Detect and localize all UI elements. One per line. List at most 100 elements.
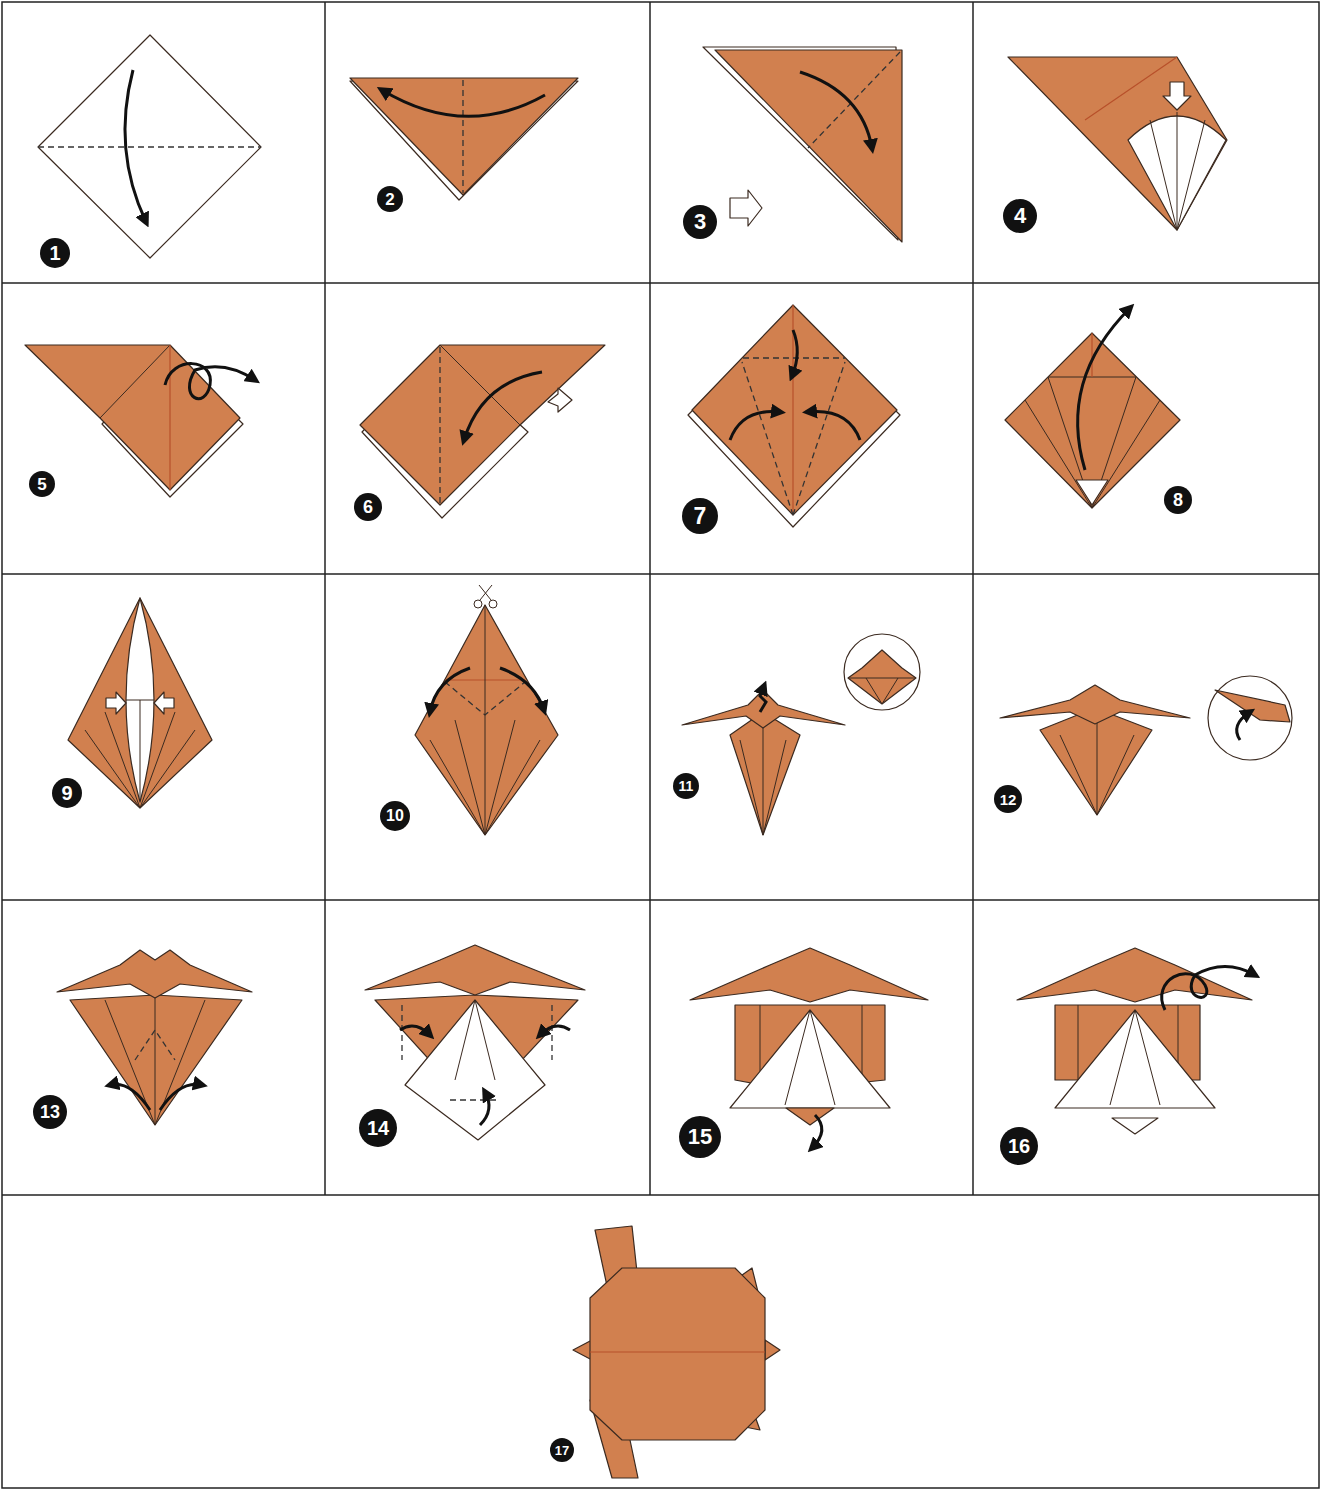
- fold-shape: [474, 600, 482, 608]
- step-15: [690, 948, 928, 1148]
- fold-shape: [548, 388, 572, 412]
- fold-shape: [808, 412, 860, 440]
- fold-shape: [590, 1351, 765, 1352]
- fold-shape: [440, 345, 520, 425]
- fold-shape: [844, 634, 920, 710]
- fold-shape: [1017, 948, 1252, 1002]
- fold-shape: [126, 598, 154, 802]
- fold-shape: [2, 282, 1319, 284]
- callout-number: 4: [1003, 199, 1037, 233]
- callout-number: 13: [33, 1095, 67, 1129]
- fold-shape: [793, 362, 845, 515]
- fold-shape: [763, 740, 786, 835]
- fold-shape: [1078, 308, 1130, 470]
- fold-shape: [140, 700, 141, 800]
- callout-number: 14: [359, 1109, 397, 1147]
- callout-number: 2: [377, 186, 403, 212]
- fold-shape: [57, 950, 252, 998]
- fold-shape: [1112, 1118, 1158, 1134]
- fold-shape: [464, 372, 542, 440]
- fold-shape: [1091, 333, 1092, 377]
- fold-shape: [786, 1108, 834, 1125]
- fold-shape: [38, 146, 261, 147]
- fold-shape: [862, 1005, 863, 1080]
- fold-shape: [972, 2, 974, 1195]
- fold-shape: [1078, 1005, 1079, 1080]
- fold-shape: [692, 305, 897, 515]
- fold-shape: [405, 1000, 545, 1140]
- callout-number: 15: [679, 1116, 721, 1158]
- fold-shape: [760, 1005, 761, 1080]
- fold-shape: [1110, 1010, 1135, 1105]
- fold-shape: [1163, 82, 1191, 110]
- step-10: [415, 585, 558, 835]
- fold-shape: [2, 899, 1319, 901]
- fold-shape: [126, 700, 154, 701]
- fold-shape: [551, 1005, 552, 1060]
- fold-shape: [160, 1084, 202, 1110]
- fold-shape: [740, 740, 763, 835]
- fold-shape: [485, 605, 486, 835]
- fold-shape: [430, 740, 485, 835]
- fold-shape: [169, 345, 170, 490]
- fold-shape: [812, 1115, 822, 1148]
- fold-shape: [455, 1000, 475, 1080]
- fold-shape: [154, 692, 174, 714]
- fold-shape: [105, 1000, 155, 1125]
- step-11: [682, 634, 920, 835]
- fold-shape: [730, 712, 800, 835]
- fold-shape: [1097, 735, 1134, 815]
- fold-shape: [125, 70, 146, 222]
- callout-number: 5: [29, 471, 55, 497]
- fold-shape: [350, 78, 578, 195]
- callout-number: 10: [380, 801, 410, 831]
- fold-shape: [135, 1030, 175, 1060]
- fold-shape: [848, 678, 916, 679]
- fold-shape: [730, 190, 762, 226]
- fold-shape: [489, 600, 497, 608]
- fold-shape: [68, 598, 212, 808]
- callout-number: 9: [52, 778, 82, 808]
- callout-number: 12: [994, 785, 1022, 813]
- fold-shape: [475, 1000, 495, 1080]
- fold-shape: [540, 1026, 570, 1035]
- fold-shape: [70, 995, 242, 1125]
- fold-shape: [1215, 690, 1290, 722]
- fold-shape: [760, 686, 766, 712]
- fold-shape: [810, 1010, 835, 1105]
- fold-shape: [38, 35, 261, 258]
- callout-number: 17: [550, 1438, 574, 1462]
- fold-shape: [485, 720, 515, 835]
- callout-number: 6: [354, 493, 382, 521]
- fold-shape: [765, 1340, 780, 1360]
- step-3: [703, 47, 902, 242]
- fold-shape: [1135, 1010, 1160, 1105]
- fold-shape: [2, 573, 1319, 575]
- step-16: [1017, 948, 1255, 1134]
- step-2: [350, 78, 578, 200]
- fold-shape: [1177, 112, 1178, 230]
- fold-shape: [165, 364, 255, 399]
- fold-shape: [480, 585, 492, 600]
- fold-shape: [649, 2, 651, 1195]
- fold-shape: [730, 412, 780, 440]
- fold-shape: [2, 1194, 1319, 1196]
- callout-number: 1: [40, 238, 70, 268]
- fold-shape: [763, 715, 764, 835]
- fold-shape: [455, 720, 485, 835]
- fold-shape: [848, 650, 916, 704]
- fold-shape: [1237, 712, 1250, 740]
- fold-shape: [1092, 400, 1160, 508]
- fold-shape: [485, 740, 540, 835]
- fold-shape: [480, 1092, 489, 1125]
- fold-shape: [785, 1010, 810, 1105]
- fold-shape: [1055, 1010, 1215, 1108]
- fold-shape: [792, 330, 797, 376]
- fold-shape: [1060, 735, 1097, 815]
- fold-shape: [415, 605, 558, 835]
- callout-number: 16: [1000, 1127, 1038, 1165]
- fold-shape: [1150, 120, 1177, 230]
- step-9: [68, 598, 212, 808]
